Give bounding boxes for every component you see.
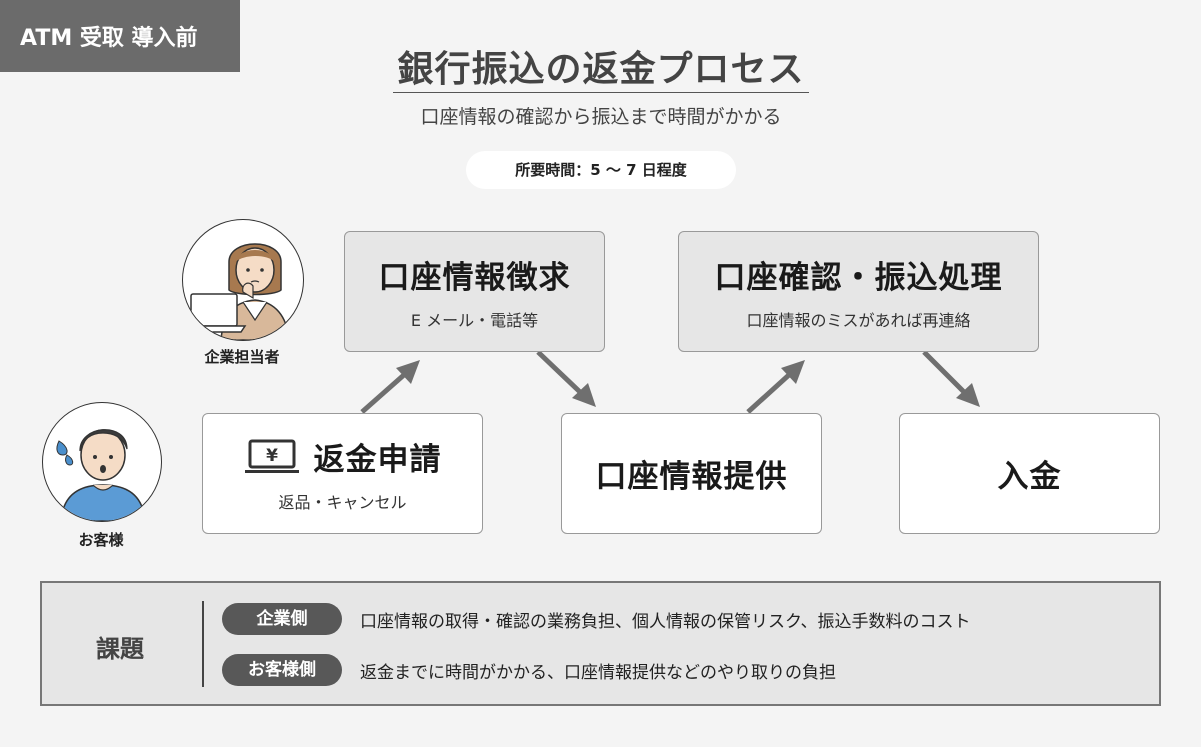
issue-text-customer: 返金までに時間がかかる、口座情報提供などのやり取りの負担: [360, 662, 836, 683]
step-account-provide: 口座情報提供: [561, 413, 822, 534]
page-title: 銀行振込の返金プロセス: [397, 49, 805, 90]
corner-tag: ATM 受取 導入前: [0, 0, 240, 72]
arrow-ask-to-provide: [536, 350, 596, 407]
customer-icon: [56, 429, 146, 521]
step-refund-request: ¥ 返金申請 返品・キャンセル: [202, 413, 483, 534]
step-deposit-title: 入金: [997, 459, 1062, 495]
issues-panel: 課題 企業側 口座情報の取得・確認の業務負担、個人情報の保管リスク、振込手数料の…: [40, 581, 1161, 706]
company-staff-icon: [185, 243, 290, 340]
laptop-yen-icon: ¥: [244, 439, 299, 473]
customer-label: お客様: [78, 531, 124, 549]
step-account-request-title: 口座情報徴求: [378, 260, 571, 296]
step-account-request-sub: E メール・電話等: [410, 311, 539, 330]
issue-tag-customer: お客様側: [222, 654, 342, 686]
arrow-request-to-ask: [360, 360, 420, 414]
step-account-confirm-title: 口座確認・振込処理: [714, 260, 1003, 296]
issue-row-customer: お客様側 返金までに時間がかかる、口座情報提供などのやり取りの負担: [222, 654, 836, 686]
svg-text:¥: ¥: [266, 446, 278, 466]
step-refund-request-sub: 返品・キャンセル: [278, 493, 407, 512]
issues-divider: [202, 601, 204, 687]
company-staff-label: 企業担当者: [204, 348, 280, 366]
step-account-confirm: 口座確認・振込処理 口座情報のミスがあれば再連絡: [678, 231, 1039, 352]
step-account-request: 口座情報徴求 E メール・電話等: [344, 231, 605, 352]
issue-tag-company: 企業側: [222, 603, 342, 635]
step-deposit: 入金: [899, 413, 1160, 534]
arrow-provide-to-confirm: [746, 360, 805, 414]
company-staff-avatar: [182, 219, 304, 341]
issue-row-company: 企業側 口座情報の取得・確認の業務負担、個人情報の保管リスク、振込手数料のコスト: [222, 603, 970, 635]
issues-label: 課題: [96, 635, 144, 663]
customer-avatar: [42, 402, 162, 522]
corner-tag-label: ATM 受取 導入前: [20, 26, 198, 51]
issue-text-company: 口座情報の取得・確認の業務負担、個人情報の保管リスク、振込手数料のコスト: [360, 611, 971, 632]
title-underline: [393, 92, 809, 93]
step-account-provide-title: 口座情報提供: [595, 459, 788, 495]
duration-badge: 所要時間：5 〜 7 日程度: [466, 151, 736, 189]
step-refund-request-title: 返金申請: [313, 442, 442, 478]
page-subtitle: 口座情報の確認から振込まで時間がかかる: [420, 106, 782, 128]
arrow-confirm-to-deposit: [922, 350, 980, 407]
step-account-confirm-sub: 口座情報のミスがあれば再連絡: [746, 311, 971, 330]
